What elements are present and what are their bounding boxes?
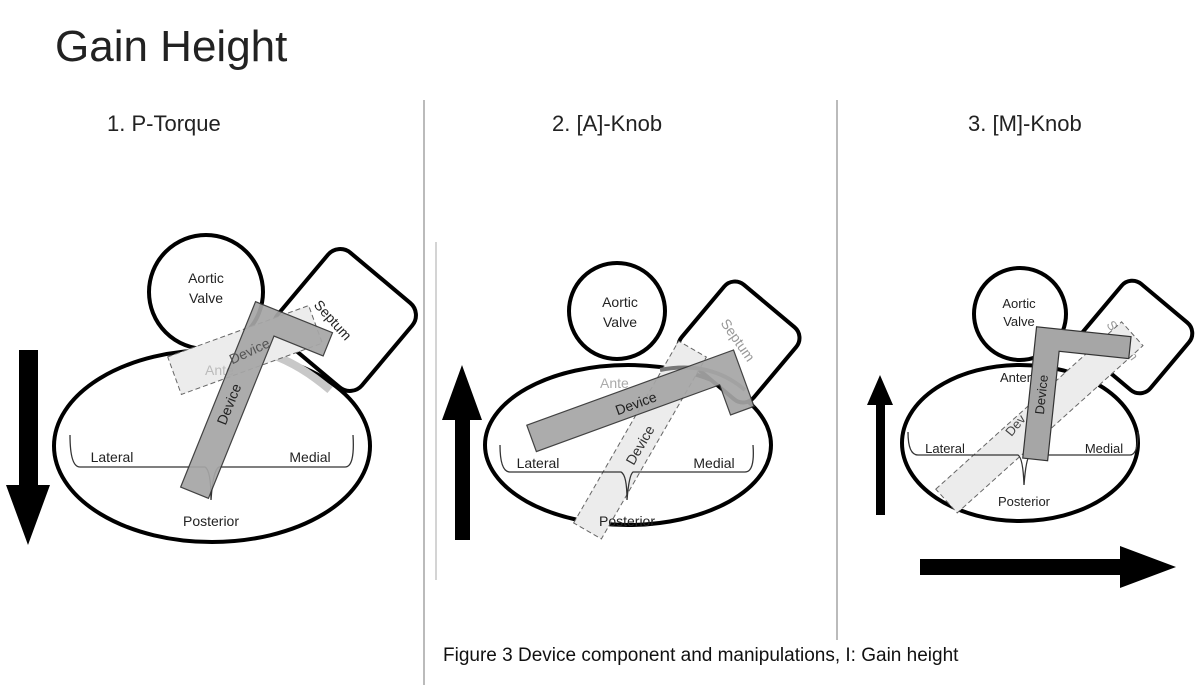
panel-1: Aortic Valve Septum Ante Lateral Medial … [6,233,418,545]
aortic-label: Valve [603,314,637,330]
medial-label: Medial [1085,441,1123,456]
device-label: Device [1032,374,1051,415]
figure-caption: Figure 3 Device component and manipulati… [443,645,959,666]
lateral-label: Lateral [91,449,134,465]
arrow-up-icon [867,375,893,515]
aortic-label: Aortic [188,270,224,286]
anterior-label: Anter [1000,370,1032,385]
arrow-right-icon [920,546,1176,588]
panel-2: Aortic Valve Septum Ante Lateral Medial … [442,261,802,540]
anterior-label: Ante [600,375,629,391]
aortic-label: Aortic [1002,296,1036,311]
medial-label: Medial [289,449,330,465]
panel-1-title: 1. P-Torque [107,111,221,136]
panel-3-title: 3. [M]-Knob [968,111,1082,136]
device: Device [526,349,755,453]
medial-label: Medial [693,455,734,471]
panel-2-title: 2. [A]-Knob [552,111,663,136]
device: Device [1022,326,1132,462]
aortic-label: Valve [1003,314,1035,329]
posterior-label: Posterior [998,494,1051,509]
arrow-up-icon [442,365,482,540]
bracket [499,444,754,501]
aortic-valve [567,261,667,361]
slide-title: Gain Height [55,22,288,71]
septum [272,247,418,393]
aortic-label: Aortic [602,294,638,310]
bracket [69,434,354,501]
posterior-label: Posterior [183,513,239,529]
aortic-label: Valve [189,290,223,306]
lateral-label: Lateral [925,441,965,456]
panel-3: Aortic Valve Septum Anter Lateral Medial… [867,266,1195,588]
bracket [907,431,1139,486]
arrow-down-icon [6,350,50,545]
lateral-label: Lateral [517,455,560,471]
posterior-label: Posterior [599,513,655,529]
